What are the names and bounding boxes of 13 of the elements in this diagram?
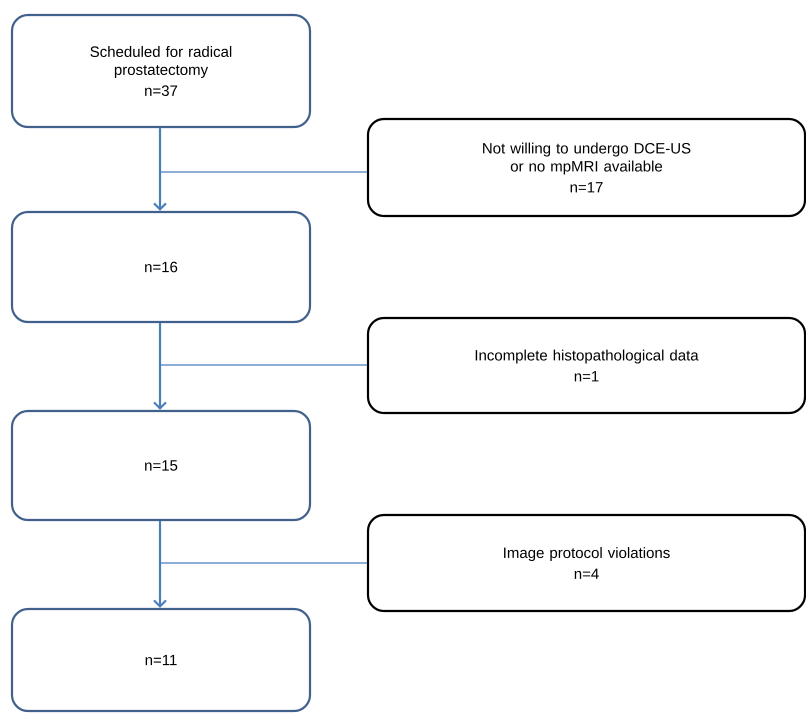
- exclusion-box: Incomplete histopathological data n=1: [366, 316, 806, 414]
- connector-line: [159, 128, 367, 173]
- exclusion-box: Not willing to undergo DCE-US or no mpMRI available n=17: [366, 118, 806, 218]
- process-box: n=11: [10, 608, 312, 712]
- arrow: [153, 521, 167, 608]
- connector-line: [159, 521, 367, 564]
- process-box: n=16: [10, 210, 312, 324]
- exclusion-box: Image protocol violations n=4: [366, 514, 806, 612]
- connector-line: [159, 323, 367, 366]
- arrow: [153, 128, 167, 211]
- process-box: n=15: [10, 410, 312, 522]
- process-box: Scheduled for radical prostatectomy n=37: [10, 14, 312, 128]
- arrow: [153, 323, 167, 410]
